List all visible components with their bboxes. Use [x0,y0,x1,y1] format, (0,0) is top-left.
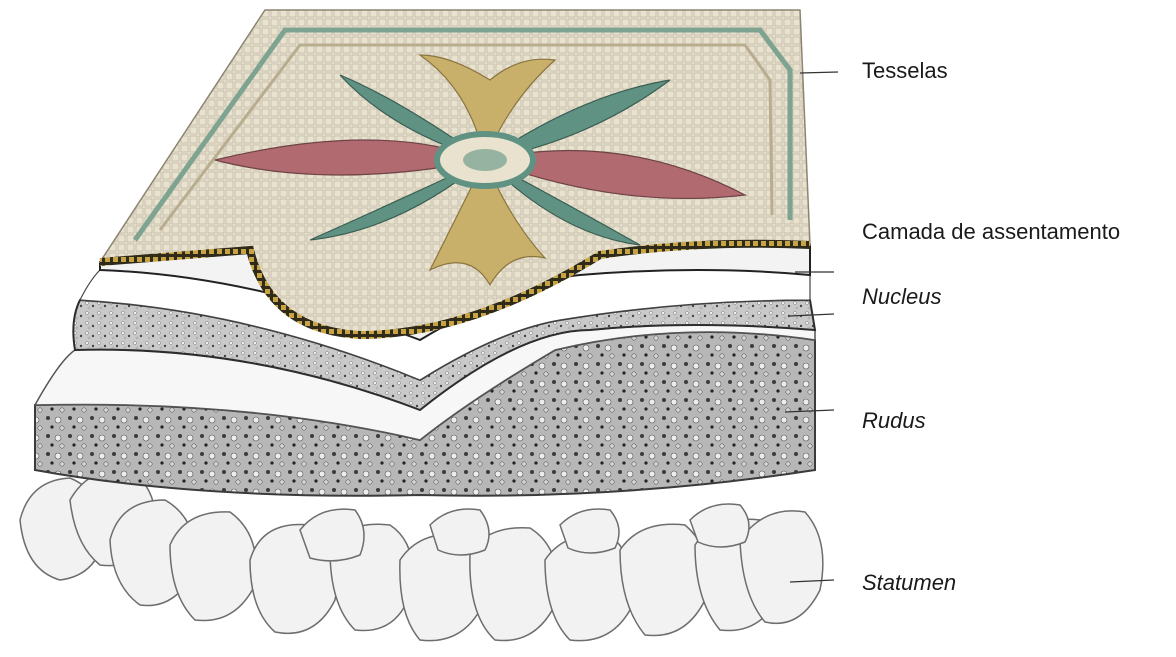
label-camada-de-assentamento: Camada de assentamento [862,221,1120,243]
label-rudus: Rudus [862,410,926,432]
label-nucleus: Nucleus [862,286,941,308]
leader-line-tesselas [800,72,838,73]
label-tesselas: Tesselas [862,60,948,82]
label-statumen: Statumen [862,572,956,594]
